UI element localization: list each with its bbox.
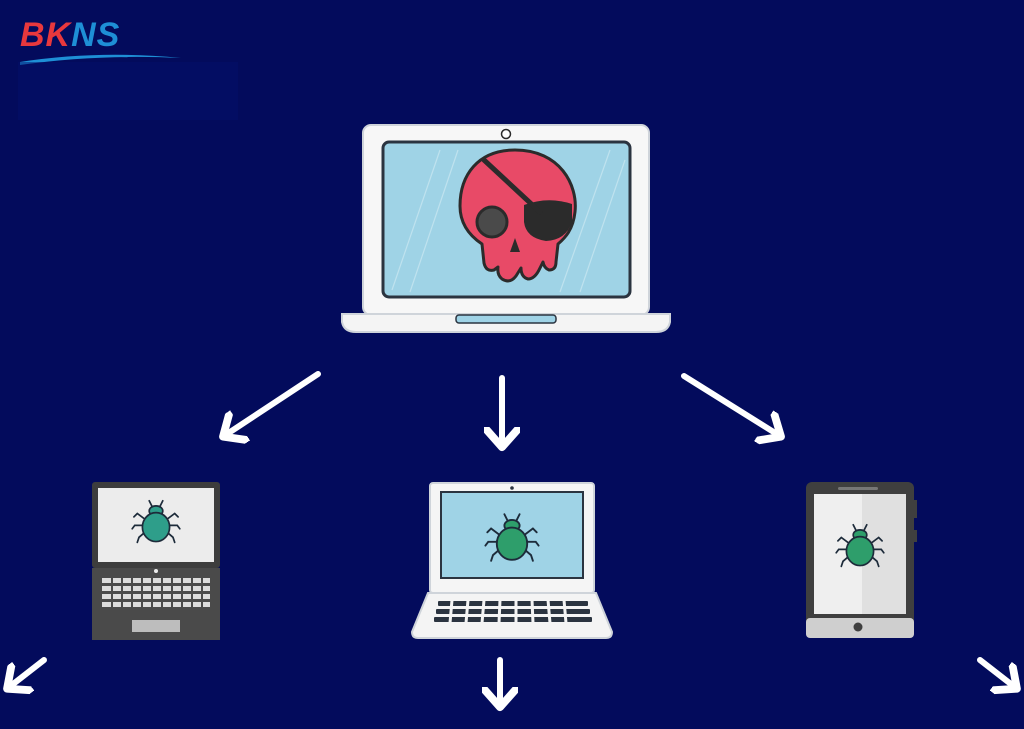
brand-logo-text: BKNS [20,16,120,55]
target-laptop-light [410,482,614,639]
spread-arrows [8,371,1016,706]
arrow-onward-left [8,657,47,688]
home-button-icon [853,622,863,632]
keyboard-keys [434,601,592,622]
source-laptop [341,124,671,333]
webcam-icon [500,128,512,140]
target-tablet [806,482,917,638]
brand-logo-text-part1: BK [20,16,72,54]
arrow-to-left-device [224,371,321,436]
pirate-skull-icon [458,148,577,283]
faint-backdrop [18,62,238,120]
keyboard-keys [102,578,210,607]
arrow-to-right-device [681,373,780,436]
logo-swoosh-icon [20,54,181,65]
brand-logo: BKNS [18,14,188,74]
arrow-onward-right [977,657,1016,688]
brand-logo-text-part2: NS [71,16,121,54]
target-laptop-dark [92,482,220,640]
